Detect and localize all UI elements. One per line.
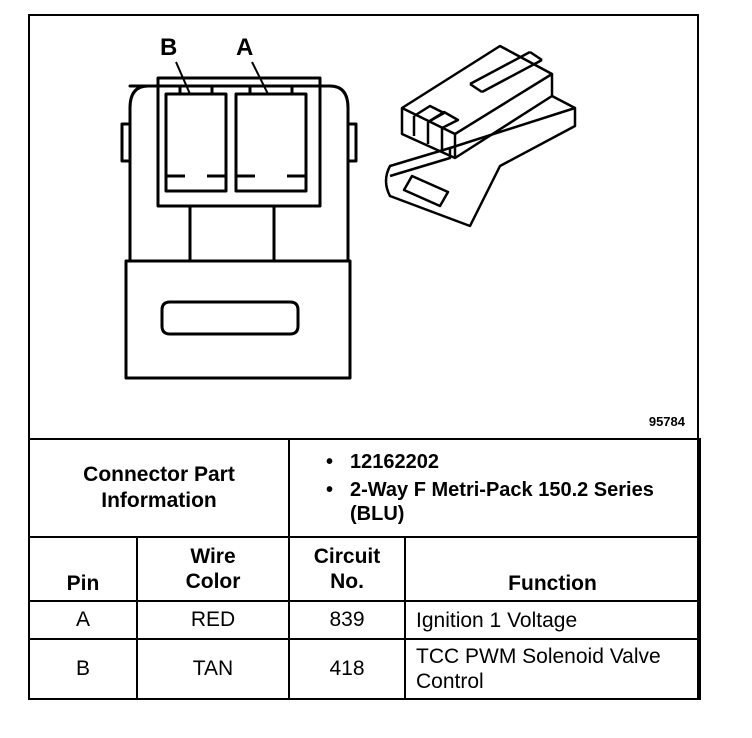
part-number: 12162202 <box>326 450 699 474</box>
table-row: B TAN 418 TCC PWM Solenoid Valve Control <box>28 638 701 700</box>
connector-part-label-line1: Connector Part <box>83 463 235 486</box>
table-header-row: Pin Wire Color Circuit No. Function <box>28 536 701 602</box>
row-b-function: TCC PWM Solenoid Valve Control <box>404 638 701 700</box>
connector-face-view <box>120 61 358 380</box>
connector-part-row: Connector Part Information 12162202 2-Wa… <box>28 438 701 538</box>
header-circuit-line1: Circuit <box>313 545 381 568</box>
row-b-pin: B <box>28 638 138 700</box>
row-a-circuit: 839 <box>288 600 406 640</box>
connector-part-label-line2: Information <box>101 489 217 512</box>
header-pin: Pin <box>28 536 138 602</box>
row-b-wire-color: TAN <box>136 638 290 700</box>
header-wire-color: Wire Color <box>136 536 290 602</box>
figure-number: 95784 <box>648 414 685 429</box>
header-wire-color-line1: Wire <box>190 545 236 568</box>
connector-illustration: B A 95784 <box>30 16 697 436</box>
connector-diagram-frame: B A 95784 Connector Part Information 121… <box>28 14 701 700</box>
header-circuit-line2: No. <box>330 570 364 593</box>
row-a-function: Ignition 1 Voltage <box>404 600 701 640</box>
header-function: Function <box>404 536 701 602</box>
part-description: 2-Way F Metri-Pack 150.2 Series (BLU) <box>326 478 699 526</box>
table-row: A RED 839 Ignition 1 Voltage <box>28 600 701 640</box>
pin-b-callout: B <box>160 34 178 61</box>
connector-part-list: 12162202 2-Way F Metri-Pack 150.2 Series… <box>288 438 701 538</box>
pin-a-callout: A <box>236 34 254 61</box>
connector-info-table: Connector Part Information 12162202 2-Wa… <box>28 438 701 700</box>
cavity-a <box>234 92 308 193</box>
connector-isometric-view <box>384 44 577 228</box>
header-wire-color-line2: Color <box>185 570 241 593</box>
row-a-pin: A <box>28 600 138 640</box>
connector-drawing <box>120 44 577 380</box>
row-a-wire-color: RED <box>136 600 290 640</box>
row-b-circuit: 418 <box>288 638 406 700</box>
cavity-b <box>164 92 228 193</box>
connector-part-label: Connector Part Information <box>28 438 290 538</box>
header-circuit-no: Circuit No. <box>288 536 406 602</box>
